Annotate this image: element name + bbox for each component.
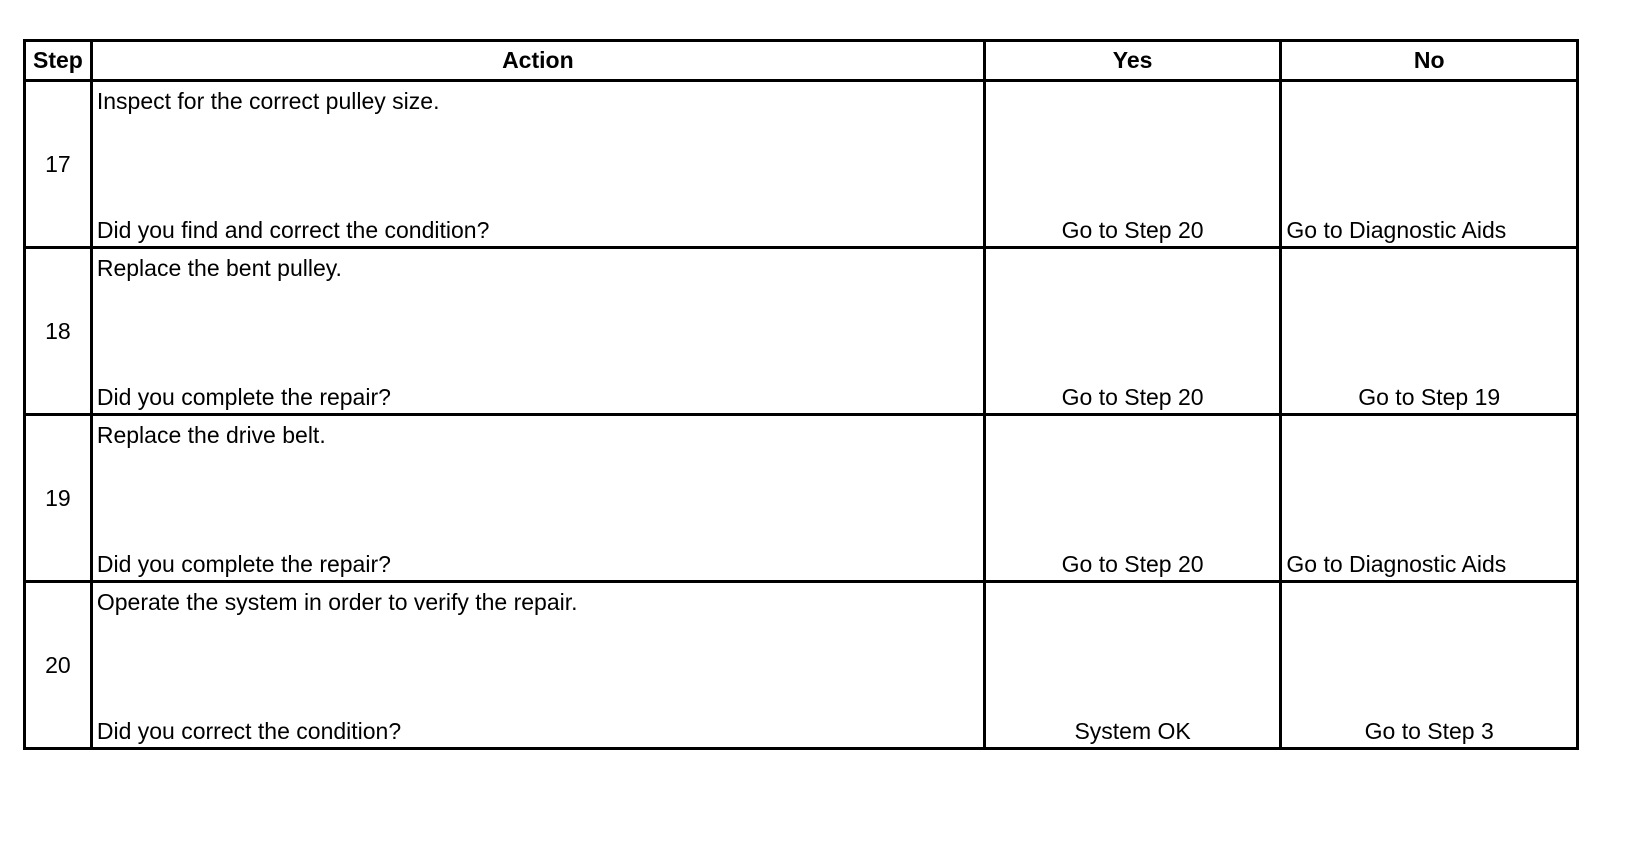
yes-cell: System OK	[982, 580, 1283, 750]
header-action: Action	[89, 39, 986, 82]
yes-result: Go to Step 20	[1061, 551, 1204, 577]
diagnostic-table: Step Action Yes No 17 Inspect for the co…	[23, 39, 1579, 750]
table-header: Step Action Yes No	[23, 39, 1579, 82]
no-result: Go to Step 19	[1358, 384, 1501, 410]
yes-cell: Go to Step 20	[982, 413, 1283, 583]
action-cell: Replace the drive belt. Did you complete…	[89, 413, 986, 583]
table-row: 19 Replace the drive belt. Did you compl…	[23, 413, 1579, 583]
yes-result: System OK	[1074, 718, 1191, 744]
action-question: Did you correct the condition?	[96, 718, 402, 744]
action-cell: Replace the bent pulley. Did you complet…	[89, 246, 986, 416]
action-instruction: Replace the drive belt.	[96, 422, 326, 448]
table-row: 20 Operate the system in order to verify…	[23, 580, 1579, 750]
table-row: 17 Inspect for the correct pulley size. …	[23, 79, 1579, 249]
no-cell: Go to Diagnostic Aids	[1279, 79, 1579, 249]
no-result: Go to Diagnostic Aids	[1286, 551, 1507, 577]
action-instruction: Operate the system in order to verify th…	[96, 589, 578, 615]
table-body: 17 Inspect for the correct pulley size. …	[23, 79, 1579, 750]
step-number: 18	[23, 246, 93, 416]
action-question: Did you complete the repair?	[96, 551, 391, 577]
no-result: Go to Step 3	[1364, 718, 1494, 744]
no-cell: Go to Diagnostic Aids	[1279, 413, 1579, 583]
action-instruction: Inspect for the correct pulley size.	[96, 88, 440, 114]
table-row: 18 Replace the bent pulley. Did you comp…	[23, 246, 1579, 416]
action-question: Did you complete the repair?	[96, 384, 391, 410]
no-cell: Go to Step 19	[1279, 246, 1579, 416]
header-step: Step	[23, 39, 93, 82]
header-yes: Yes	[982, 39, 1283, 82]
step-number: 19	[23, 413, 93, 583]
yes-result: Go to Step 20	[1061, 217, 1204, 243]
header-row: Step Action Yes No	[23, 39, 1579, 82]
step-number: 20	[23, 580, 93, 750]
action-instruction: Replace the bent pulley.	[96, 255, 342, 281]
yes-cell: Go to Step 20	[982, 246, 1283, 416]
no-cell: Go to Step 3	[1279, 580, 1579, 750]
action-cell: Operate the system in order to verify th…	[89, 580, 986, 750]
step-number: 17	[23, 79, 93, 249]
yes-cell: Go to Step 20	[982, 79, 1283, 249]
action-question: Did you find and correct the condition?	[96, 217, 490, 243]
header-no: No	[1279, 39, 1579, 82]
no-result: Go to Diagnostic Aids	[1286, 217, 1507, 243]
yes-result: Go to Step 20	[1061, 384, 1204, 410]
action-cell: Inspect for the correct pulley size. Did…	[89, 79, 986, 249]
